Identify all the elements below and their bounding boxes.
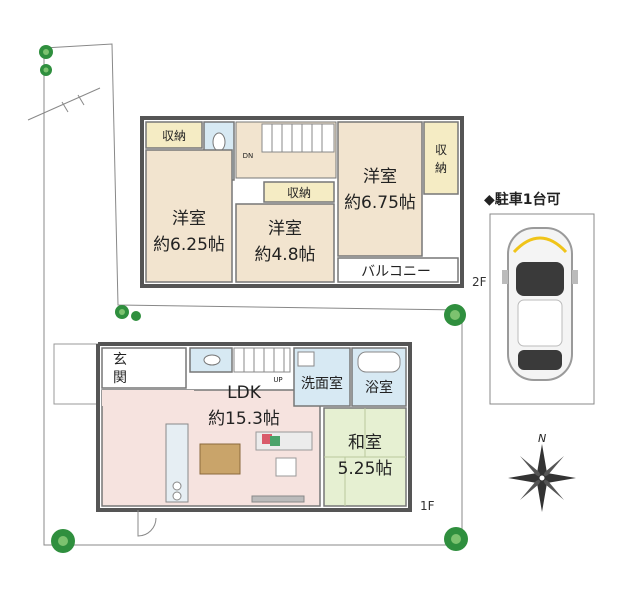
- tree-icon: [444, 527, 468, 551]
- toilet-icon: [212, 132, 226, 152]
- car-icon: [502, 227, 578, 381]
- stove-icon: [172, 491, 182, 501]
- room-size: 5.25帖: [338, 459, 393, 479]
- tatami-pattern: [324, 408, 406, 506]
- tree-icon: [40, 64, 52, 76]
- staircase-1f: [233, 347, 291, 373]
- room-size: 約6.25帖: [153, 235, 225, 255]
- storage-label: 収納: [287, 186, 311, 200]
- storage-2f-top-left: [145, 121, 203, 149]
- entrance: [101, 347, 187, 389]
- toilet-icon: [203, 354, 221, 366]
- floor-1f: 玄 関 UP LDK 約15.3帖: [53, 342, 435, 537]
- stair-down-label: DN: [243, 152, 254, 160]
- entrance-label-bottom: 関: [113, 370, 127, 386]
- compass-rose-icon: [508, 444, 576, 512]
- stair-up-label: UP: [273, 376, 282, 384]
- balcony: [337, 257, 459, 283]
- bathroom-label: 浴室: [365, 379, 393, 396]
- floor-2f: 収納 DN 洋室 約6.25帖 収納 洋室 約4.8帖 洋室 約6.75帖: [140, 116, 487, 289]
- room-name: 洋室: [268, 219, 302, 239]
- cushion-icon: [262, 434, 272, 444]
- storage-label: 収納: [162, 129, 186, 143]
- tree-icon: [131, 311, 141, 321]
- room-size: 約6.75帖: [344, 193, 416, 213]
- kitchen-counter: [165, 423, 189, 503]
- coffee-table: [275, 457, 297, 477]
- washroom-label: 洗面室: [301, 375, 343, 392]
- parking-area: ◆駐車1台可: [484, 191, 595, 405]
- room-size: 約15.3帖: [208, 409, 280, 429]
- tree-icon: [115, 305, 129, 319]
- tree-icon: [39, 45, 53, 59]
- floor-label-2f: 2F: [472, 275, 487, 289]
- dining-table: [199, 443, 241, 475]
- tree-icon: [444, 304, 466, 326]
- storage-label-bottom: 納: [435, 161, 447, 175]
- balcony-label: バルコニー: [361, 264, 431, 280]
- room-name: 洋室: [172, 209, 206, 229]
- tree-icon: [51, 529, 75, 553]
- cushion-icon: [270, 436, 280, 446]
- compass-north-label: N: [538, 432, 546, 445]
- tv-board: [251, 495, 305, 503]
- door-swing: [137, 510, 157, 537]
- parking-title: ◆駐車1台可: [484, 191, 561, 208]
- washing-machine-icon: [297, 351, 315, 367]
- stove-icon: [172, 481, 182, 491]
- porch: [53, 343, 101, 405]
- storage-2f-mid: [263, 181, 335, 203]
- staircase-2f: [261, 123, 335, 153]
- storage-label-top: 収: [435, 143, 447, 157]
- western-room-2f-right: [337, 121, 423, 257]
- entrance-label-top: 玄: [113, 351, 127, 368]
- bathtub-icon: [357, 351, 401, 373]
- western-room-2f-left: [145, 149, 233, 283]
- room-name: LDK: [227, 383, 262, 403]
- storage-2f-right: [423, 121, 459, 195]
- room-size: 約4.8帖: [254, 245, 315, 265]
- room-name: 洋室: [363, 167, 397, 187]
- western-room-2f-mid: [235, 203, 335, 283]
- room-name: 和室: [348, 433, 382, 453]
- floor-label-1f: 1F: [420, 499, 435, 513]
